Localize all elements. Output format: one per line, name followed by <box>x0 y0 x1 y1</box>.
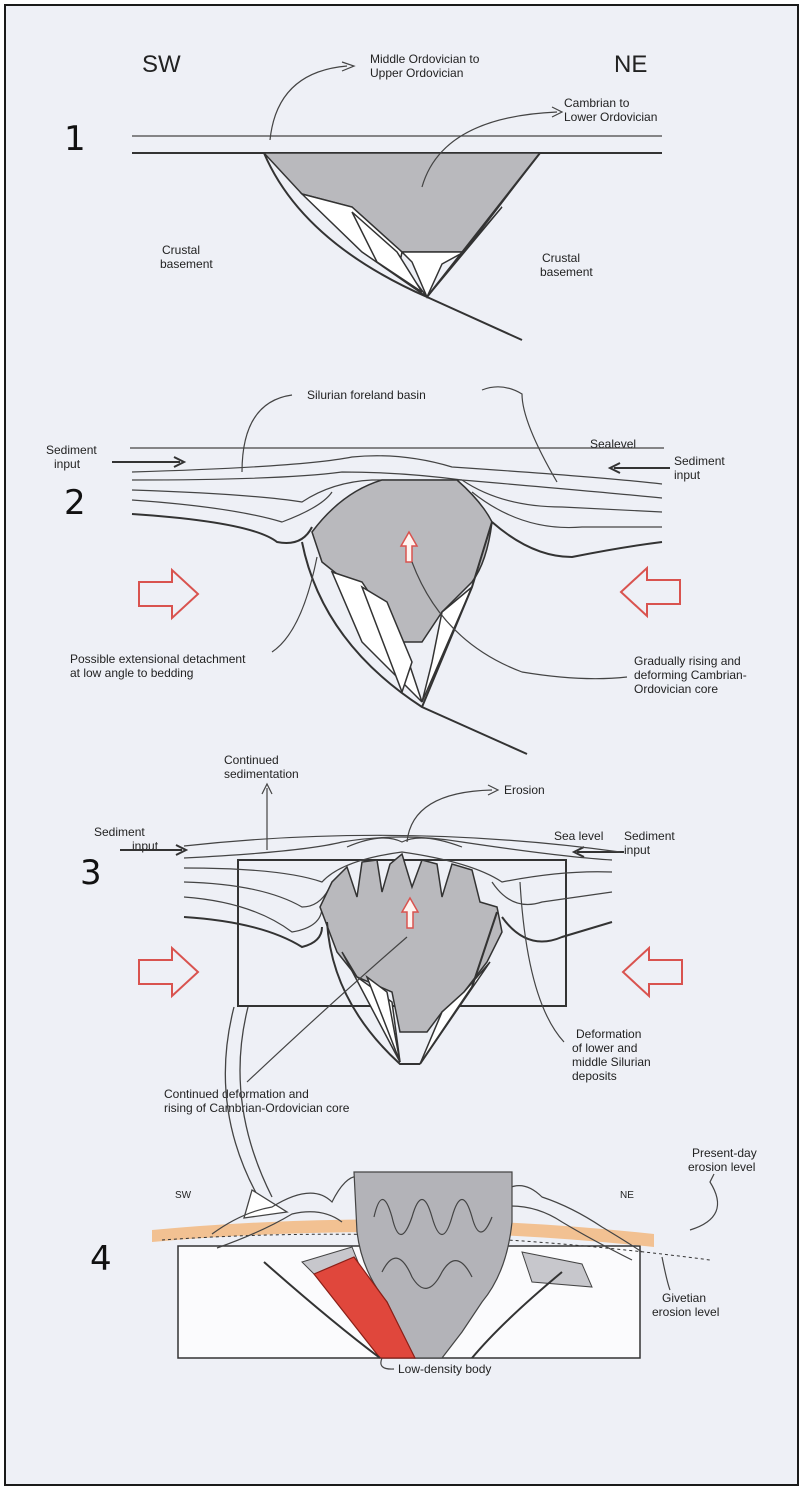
label-rising-2: deforming Cambrian- <box>634 668 747 682</box>
zoom-arrowhead <box>244 1190 287 1218</box>
panel-number-3: 3 <box>80 853 102 893</box>
label-sediment-right-1-3: Sediment <box>624 829 675 843</box>
label-crustal-right-2: basement <box>540 265 593 279</box>
compass-sw: SW <box>142 51 181 78</box>
label-middle-ordovician-2: Upper Ordovician <box>370 66 463 80</box>
stratum-2e <box>472 492 662 528</box>
label-sediment-right-2-3: input <box>624 843 651 857</box>
label-givetian-2: erosion level <box>652 1305 719 1319</box>
cambrian-basin-fill <box>264 153 540 252</box>
label-continued-def-2: rising of Cambrian-Ordovician core <box>164 1101 350 1115</box>
panel-4: 4 SW NE Present-day erosion level Giveti… <box>90 1146 757 1376</box>
label-crustal-right-1: Crustal <box>542 251 580 265</box>
leader-middle-ordovician <box>270 66 347 140</box>
label-sediment-left-2: input <box>54 457 81 471</box>
label-deformation-3: middle Silurian <box>572 1055 651 1069</box>
leader-silurian-right <box>482 387 557 482</box>
label-middle-ordovician-1: Middle Ordovician to <box>370 52 480 66</box>
compression-arrow-left-2 <box>139 570 198 618</box>
label-sealevel: Sealevel <box>590 437 636 451</box>
label-cambrian-2: Lower Ordovician <box>564 110 657 124</box>
label-silurian-basin: Silurian foreland basin <box>307 388 426 402</box>
leader-present-day <box>690 1174 718 1230</box>
label-continued-sed-1: Continued <box>224 753 279 767</box>
label-sea-level: Sea level <box>554 829 603 843</box>
stratum-3-base-left <box>184 917 322 947</box>
stratum-3d <box>492 882 612 905</box>
label-crustal-left-1: Crustal <box>162 243 200 257</box>
label-crustal-left-2: basement <box>160 257 213 271</box>
stratum-2-base-left <box>132 514 312 543</box>
compression-arrow-right-2 <box>621 568 680 616</box>
label-sediment-right-1: Sediment <box>674 454 725 468</box>
label-sediment-left-1-3: Sediment <box>94 825 145 839</box>
leader-deformation <box>520 882 564 1042</box>
label-givetian-1: Givetian <box>662 1291 706 1305</box>
label-sediment-right-2: input <box>674 468 701 482</box>
compass-ne-small: NE <box>620 1190 634 1201</box>
compass-ne: NE <box>614 51 647 78</box>
label-sediment-left-1: Sediment <box>46 443 97 457</box>
label-deformation-1: Deformation <box>576 1027 641 1041</box>
compression-arrow-right-3 <box>623 948 682 996</box>
compression-arrow-left-3 <box>139 948 198 996</box>
panel-2: 2 Silurian foreland basin Sediment input… <box>46 387 747 754</box>
label-detachment-1: Possible extensional detachment <box>70 652 246 666</box>
label-rising-3: Ordovician core <box>634 682 718 696</box>
panel-number-2: 2 <box>64 483 86 523</box>
label-present-day-2: erosion level <box>688 1160 755 1174</box>
diagram-canvas: SW NE 1 Middle Ordovician to Upper Ordov… <box>6 6 801 1488</box>
stratum-3c <box>184 882 332 907</box>
panel-number-4: 4 <box>90 1239 112 1279</box>
label-detachment-2: at low angle to bedding <box>70 666 193 680</box>
label-low-density: Low-density body <box>398 1362 491 1376</box>
label-cambrian-1: Cambrian to <box>564 96 630 110</box>
label-continued-def-1: Continued deformation and <box>164 1087 309 1101</box>
panel-number-1: 1 <box>64 119 86 159</box>
stratum-3-base-right <box>502 917 612 942</box>
label-deformation-2: of lower and <box>572 1041 637 1055</box>
leader-givetian <box>662 1257 670 1290</box>
label-deformation-4: deposits <box>572 1069 617 1083</box>
panel-3: 3 Continued sedimentation Erosion Sedime… <box>80 753 682 1218</box>
stratum-2d <box>132 492 332 522</box>
label-erosion: Erosion <box>504 783 545 797</box>
diagram-frame: SW NE 1 Middle Ordovician to Upper Ordov… <box>4 4 799 1486</box>
panel-1: SW NE 1 Middle Ordovician to Upper Ordov… <box>64 51 662 340</box>
label-rising-1: Gradually rising and <box>634 654 741 668</box>
leader-erosion <box>407 790 492 842</box>
leader-silurian-left <box>242 395 292 472</box>
label-present-day-1: Present-day <box>692 1146 757 1160</box>
compass-sw-small: SW <box>175 1190 192 1201</box>
rising-core-2 <box>312 480 492 642</box>
label-continued-sed-2: sedimentation <box>224 767 299 781</box>
leader-low-density <box>381 1358 394 1369</box>
